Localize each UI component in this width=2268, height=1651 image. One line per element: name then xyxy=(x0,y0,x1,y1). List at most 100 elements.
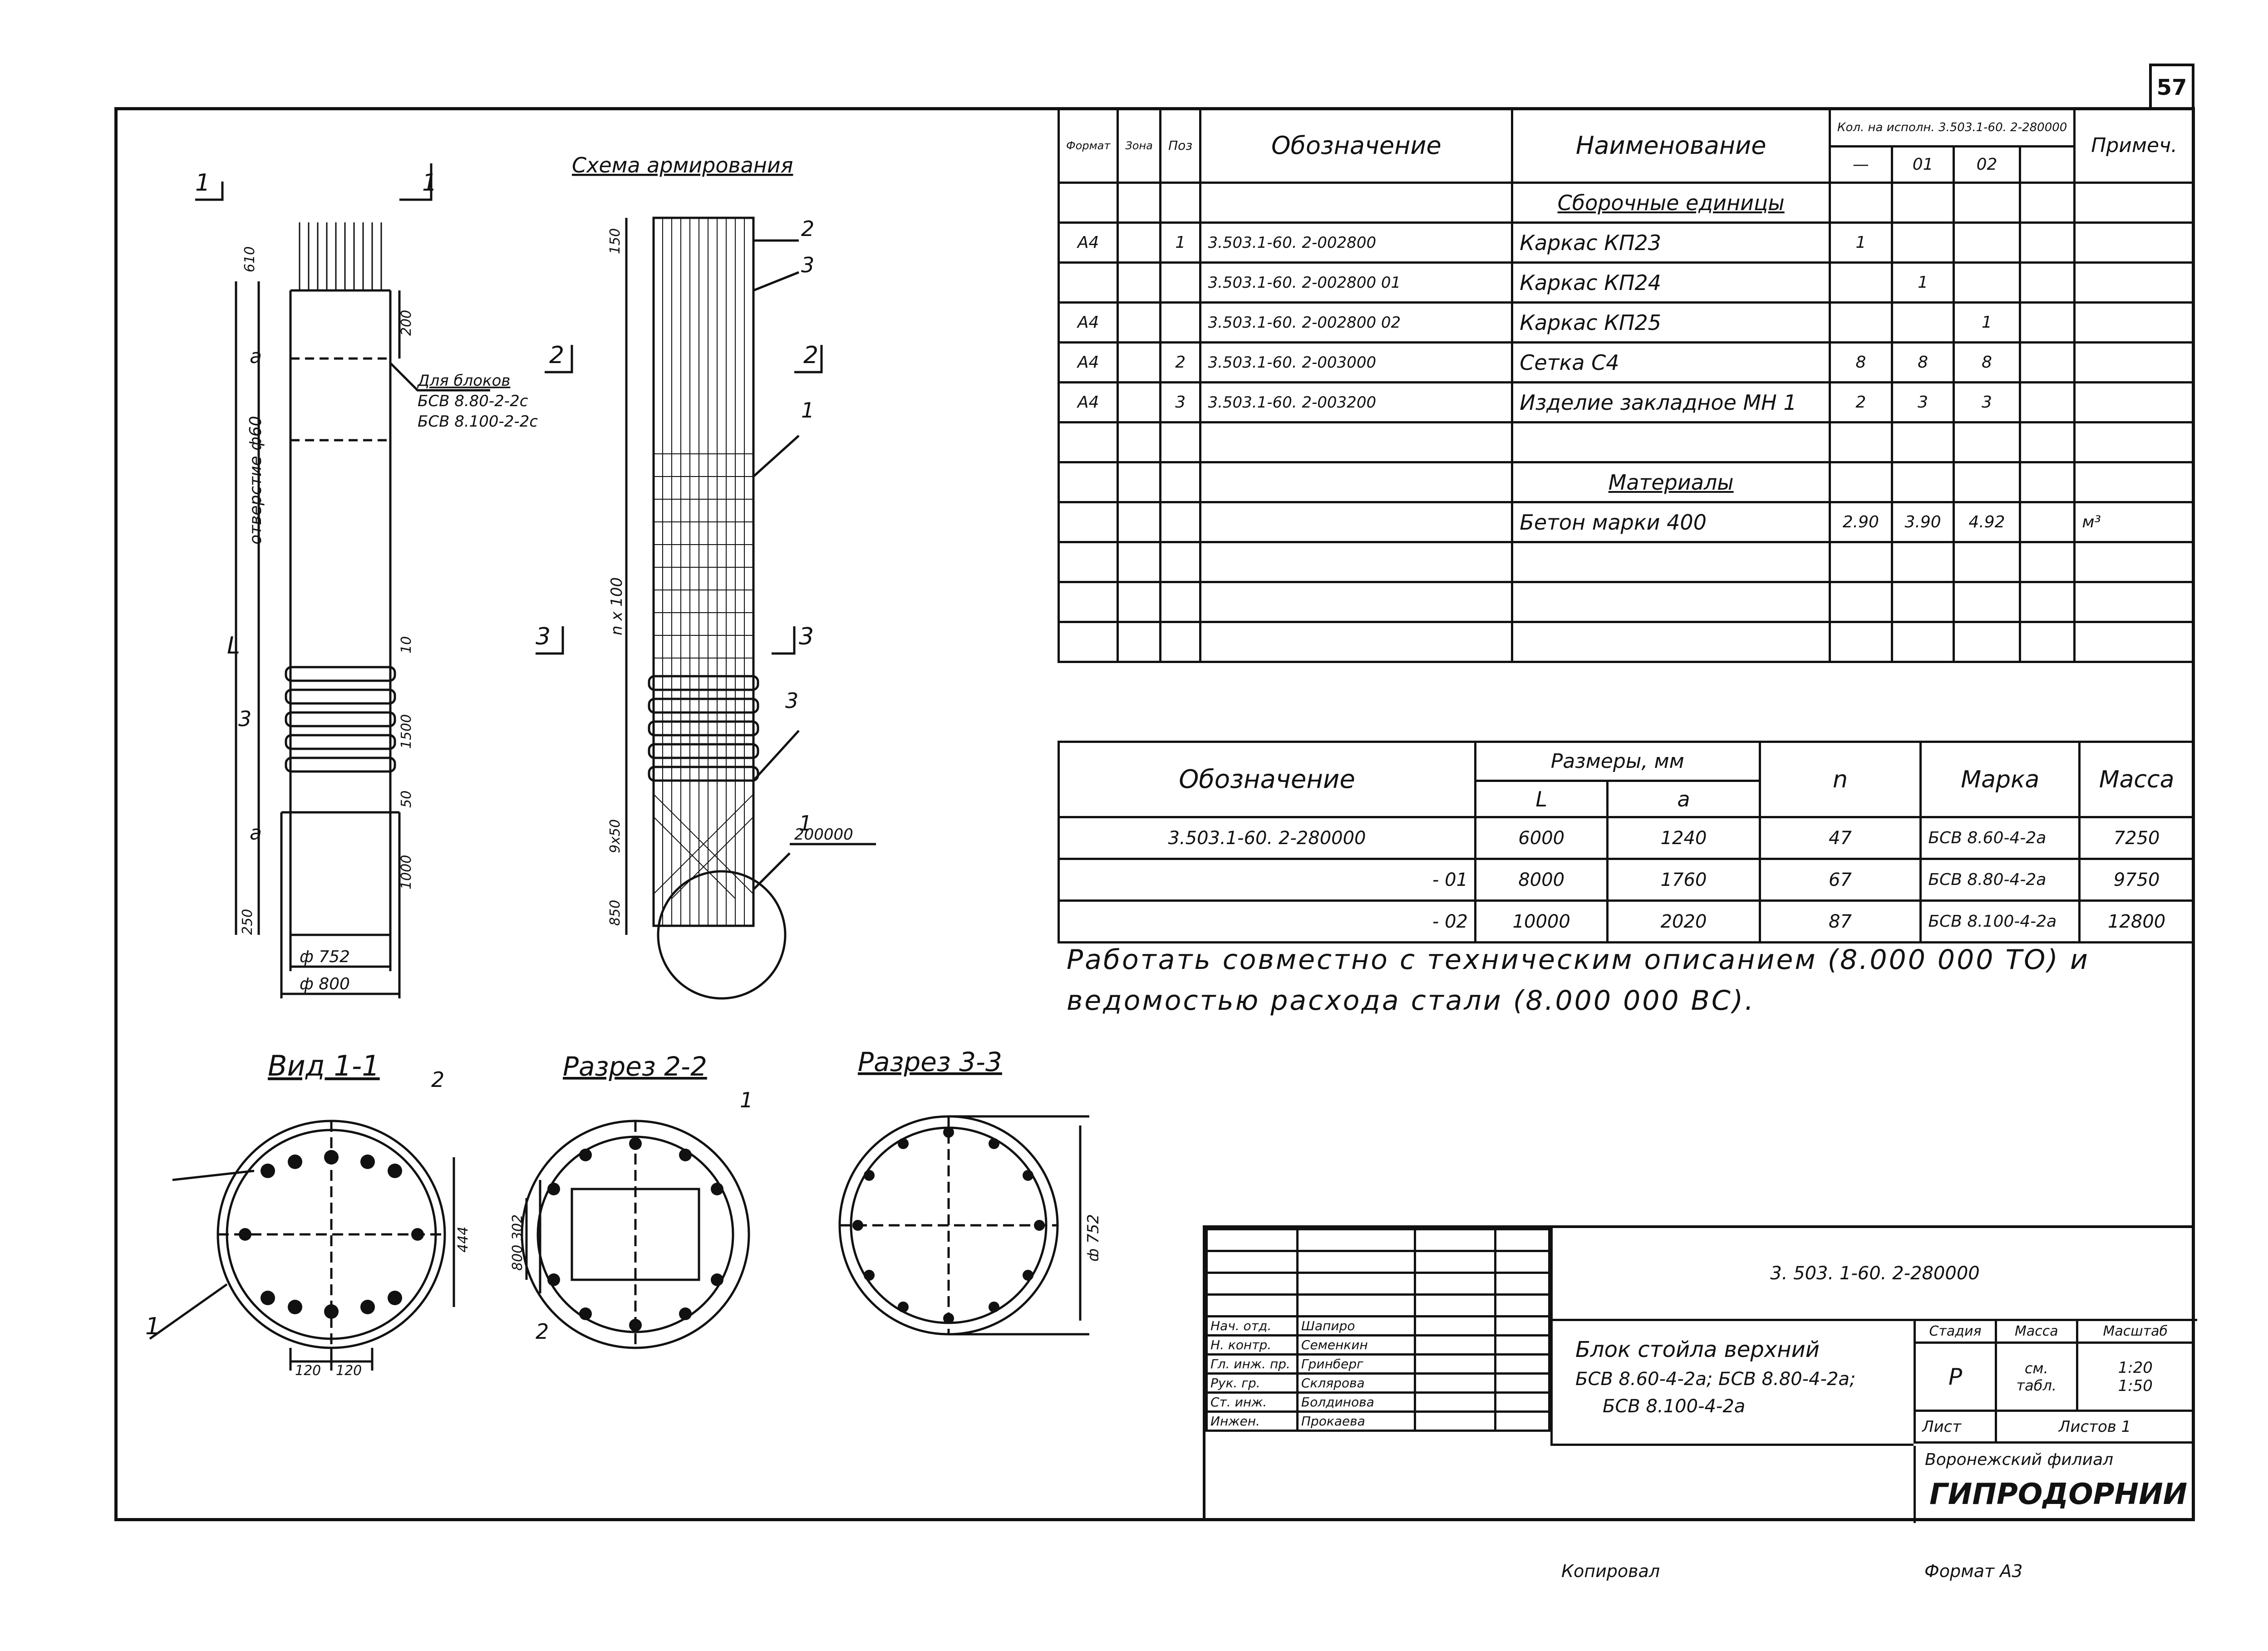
note-line-2: ведомостью расхода стали (8.000 000 ВС). xyxy=(1067,985,1756,1017)
spec-cell-des: 3.503.1-60. 2-003000 xyxy=(1199,341,1514,383)
signer-empty-cell xyxy=(1205,1272,1299,1296)
spec-cell-q0 xyxy=(1828,182,1893,224)
date xyxy=(1494,1334,1550,1356)
spec-cell-note xyxy=(2073,621,2195,663)
dims-cell-n: 87 xyxy=(1758,899,1922,943)
sec22-title: Разрез 2-2 xyxy=(563,1051,707,1082)
spec-row xyxy=(1057,581,2195,623)
spec-cell-fmt xyxy=(1057,182,1119,224)
dims-cell-mass: 12800 xyxy=(2078,899,2195,943)
dims-cell-mark: БСВ 8.60-4-2а xyxy=(1919,816,2081,860)
dim-9x50: 9x50 xyxy=(607,819,623,853)
dims-cell-mass: 7250 xyxy=(2078,816,2195,860)
spec-cell-des xyxy=(1199,541,1514,583)
spec-cell-empty xyxy=(2018,381,2076,423)
spec-cell-q1: 3 xyxy=(1890,381,1955,423)
spec-row xyxy=(1057,621,2195,663)
col-pos: Поз xyxy=(1159,107,1202,184)
spec-cell-q0 xyxy=(1828,301,1893,344)
view11-title: Вид 1-1 xyxy=(268,1049,380,1082)
spec-cell-name: Сборочные единицы xyxy=(1511,182,1831,224)
signer-row: Н. контр.Семенкин xyxy=(1205,1334,1550,1356)
spec-cell-empty xyxy=(1117,301,1161,344)
scale-1: 1:20 xyxy=(2118,1358,2153,1377)
dim-444: 444 xyxy=(455,1227,471,1253)
spec-cell-name xyxy=(1511,621,1831,663)
org-cell: Воронежский филиал ГИПРОДОРНИИ xyxy=(1914,1446,2195,1523)
spec-cell-pos xyxy=(1159,581,1202,623)
spec-row: Материалы xyxy=(1057,461,2195,503)
spec-cell-fmt xyxy=(1057,541,1119,583)
dim-200: 200 xyxy=(398,310,414,336)
signer-empty-cell xyxy=(1413,1250,1497,1274)
spec-cell-name xyxy=(1511,541,1831,583)
spec-cell-des xyxy=(1199,581,1514,623)
spec-cell-q1: 3.90 xyxy=(1890,501,1955,543)
spec-cell-q2 xyxy=(1953,581,2021,623)
spec-cell-des xyxy=(1199,421,1514,463)
signature xyxy=(1413,1410,1497,1432)
spec-cell-des: 3.503.1-60. 2-002800 01 xyxy=(1199,261,1514,304)
ref-3-elev: 3 xyxy=(238,707,251,731)
signer-name: Болдинова xyxy=(1296,1391,1416,1413)
dim-1000: 1000 xyxy=(398,855,414,889)
signer-row: Нач. отд.Шапиро xyxy=(1205,1315,1550,1337)
spec-cell-fmt: А4 xyxy=(1057,301,1119,344)
signer-row: Инжен.Прокаева xyxy=(1205,1410,1550,1432)
signer-empty-cell xyxy=(1413,1228,1497,1252)
spec-cell-note xyxy=(2073,301,2195,344)
label-d752: ф 752 xyxy=(300,948,350,966)
ref-3-scheme-b: 3 xyxy=(785,688,798,713)
date xyxy=(1494,1315,1550,1337)
col-name: Наименование xyxy=(1511,107,1831,184)
dim-250: 250 xyxy=(240,909,256,935)
signer-empty-cell xyxy=(1296,1293,1416,1317)
mass-header: Масса xyxy=(1995,1319,2078,1344)
signature xyxy=(1413,1372,1497,1394)
col-q1: 01 xyxy=(1890,145,1955,184)
spec-cell-empty xyxy=(2018,341,2076,383)
spec-cell-des xyxy=(1199,461,1514,503)
spec-cell-note xyxy=(2073,221,2195,264)
signer-role: Нач. отд. xyxy=(1205,1315,1299,1337)
spec-cell-pos xyxy=(1159,501,1202,543)
spec-cell-des xyxy=(1199,621,1514,663)
drawings: Схема армирования Вид 1-1 Разрез 2-2 Раз… xyxy=(145,153,1098,1379)
dims-cell-des: 3.503.1-60. 2-280000 xyxy=(1058,816,1476,860)
spec-cell-q0 xyxy=(1828,261,1893,304)
spec-cell-empty xyxy=(1117,621,1161,663)
date xyxy=(1494,1372,1550,1394)
spec-cell-q0 xyxy=(1828,541,1893,583)
spec-cell-empty xyxy=(2018,501,2076,543)
spec-cell-q2 xyxy=(1953,621,2021,663)
spec-cell-name xyxy=(1511,581,1831,623)
spec-cell-empty xyxy=(1117,221,1161,264)
spec-cell-des: 3.503.1-60. 2-003200 xyxy=(1199,381,1514,423)
signer-row: Ст. инж.Болдинова xyxy=(1205,1391,1550,1413)
col-empty xyxy=(2018,145,2076,184)
sec33-title: Разрез 3-3 xyxy=(858,1047,1002,1077)
spec-cell-des: 3.503.1-60. 2-002800 xyxy=(1199,221,1514,264)
spec-cell-empty xyxy=(1117,461,1161,503)
dim-120b: 120 xyxy=(336,1363,362,1379)
spec-cell-pos: 1 xyxy=(1159,221,1202,264)
title-cell: Блок стойла верхний БСВ 8.60-4-2а; БСВ 8… xyxy=(1550,1319,1914,1446)
spec-cell-pos: 2 xyxy=(1159,341,1202,383)
spec-cell-pos xyxy=(1159,301,1202,344)
label-200000: 200000 xyxy=(794,826,853,844)
signer-empty-cell xyxy=(1205,1228,1299,1252)
spec-cell-empty xyxy=(1117,421,1161,463)
title-l2: БСВ 8.60-4-2а; БСВ 8.80-4-2а; xyxy=(1575,1369,1856,1390)
dims-col-L: L xyxy=(1474,780,1609,818)
spec-cell-note xyxy=(2073,261,2195,304)
dims-col-mass: Масса xyxy=(2078,741,2195,818)
ref-1-circle: 1 xyxy=(799,811,812,835)
page-number: 57 xyxy=(2149,64,2194,109)
sec-3-left: 3 xyxy=(536,623,551,650)
